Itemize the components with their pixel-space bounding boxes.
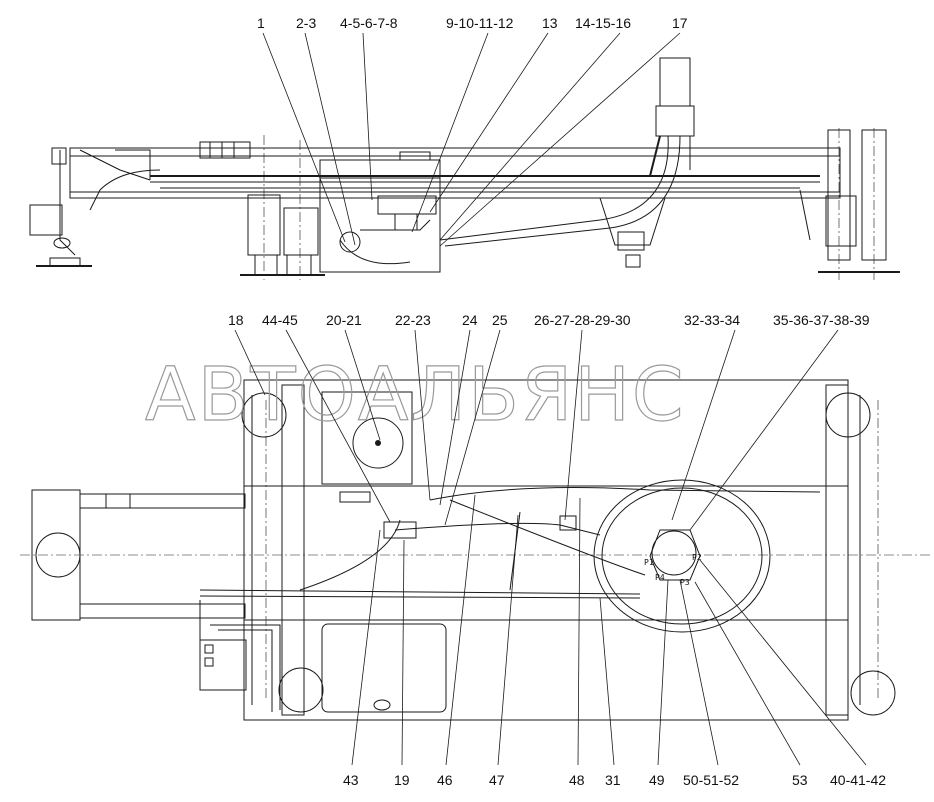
callout-35-39: 35-36-37-38-39 bbox=[773, 312, 870, 328]
leader-lines bbox=[234, 32, 867, 766]
callout-17: 17 bbox=[672, 15, 688, 31]
callout-32-34: 32-33-34 bbox=[684, 312, 740, 328]
port-p1-label: P1 bbox=[644, 558, 654, 567]
watermark-text: АВТОАЛЬЯНС bbox=[145, 352, 686, 438]
callout-50-52: 50-51-52 bbox=[683, 772, 739, 788]
callout-9-12: 9-10-11-12 bbox=[446, 15, 514, 31]
callout-14-16: 14-15-16 bbox=[575, 15, 631, 31]
port-p2-label: P2 bbox=[692, 553, 702, 562]
callouts-top: 1 2-3 4-5-6-7-8 9-10-11-12 13 14-15-16 1… bbox=[257, 15, 688, 31]
callout-2-3: 2-3 bbox=[296, 15, 316, 31]
callout-44-45: 44-45 bbox=[262, 312, 298, 328]
callout-18: 18 bbox=[228, 312, 244, 328]
callout-49: 49 bbox=[649, 772, 665, 788]
side-elevation-view bbox=[29, 57, 900, 280]
plan-view: P1 P2 P3 P4 bbox=[20, 379, 930, 721]
callout-48: 48 bbox=[569, 772, 585, 788]
callout-25: 25 bbox=[492, 312, 508, 328]
callout-24: 24 bbox=[462, 312, 478, 328]
callout-31: 31 bbox=[605, 772, 621, 788]
callout-40-42: 40-41-42 bbox=[830, 772, 886, 788]
callout-4-8: 4-5-6-7-8 bbox=[340, 15, 398, 31]
callout-53: 53 bbox=[792, 772, 808, 788]
port-p4-label: P4 bbox=[655, 573, 665, 582]
callout-1: 1 bbox=[257, 15, 265, 31]
callout-43: 43 bbox=[343, 772, 359, 788]
callout-13: 13 bbox=[542, 15, 558, 31]
port-p3-label: P3 bbox=[680, 578, 690, 587]
callout-46: 46 bbox=[437, 772, 453, 788]
callouts-middle: 18 44-45 20-21 22-23 24 25 26-27-28-29-3… bbox=[228, 312, 870, 328]
callout-20-21: 20-21 bbox=[326, 312, 362, 328]
callout-26-30: 26-27-28-29-30 bbox=[534, 312, 631, 328]
callout-22-23: 22-23 bbox=[395, 312, 431, 328]
callout-47: 47 bbox=[489, 772, 505, 788]
callouts-bottom: 43 19 46 47 48 31 49 50-51-52 53 40-41-4… bbox=[343, 772, 886, 788]
callout-19: 19 bbox=[394, 772, 410, 788]
